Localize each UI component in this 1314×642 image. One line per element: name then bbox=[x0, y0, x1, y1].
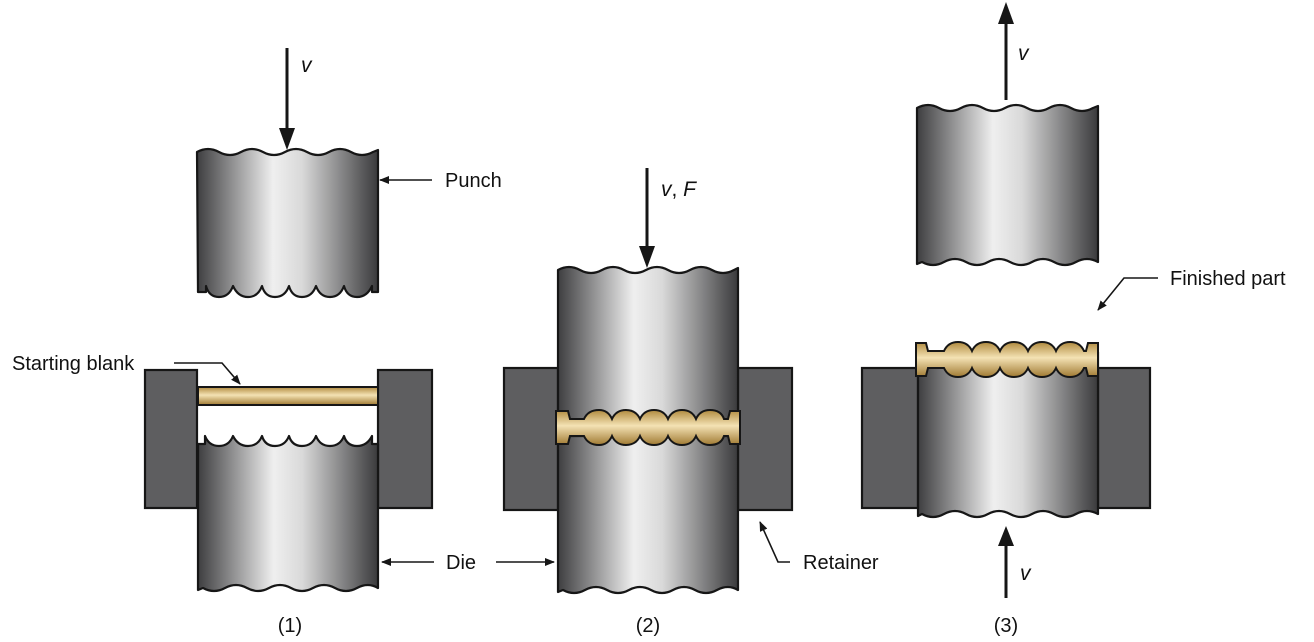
stage1-punch bbox=[195, 147, 380, 299]
callout-retainer: Retainer bbox=[759, 521, 879, 574]
stage-3-label: (3) bbox=[994, 615, 1018, 637]
stage2-punch-label: v, F bbox=[661, 178, 697, 201]
starting-blank bbox=[197, 386, 379, 406]
stage3-punch-motion-arrow: v bbox=[998, 2, 1030, 100]
finished-part-label: Finished part bbox=[1170, 268, 1286, 290]
stage3-punch bbox=[915, 103, 1100, 267]
stage2-coined-part bbox=[555, 408, 741, 447]
stage1-retainer bbox=[143, 368, 434, 510]
die-label: Die bbox=[446, 552, 476, 574]
stage3-punch-velocity-label: v bbox=[1018, 42, 1030, 65]
callout-punch: Punch bbox=[379, 170, 502, 192]
stage2-force-label: F bbox=[683, 178, 697, 201]
stage3-die bbox=[916, 350, 1100, 519]
stage1-punch-motion-arrow: v bbox=[279, 48, 313, 150]
stage1-punch-velocity-label: v bbox=[301, 54, 313, 77]
stage2-velocity-label: v bbox=[661, 178, 673, 201]
stage3-retainer bbox=[860, 366, 1152, 510]
stage2-punch-motion-arrow: v, F bbox=[639, 168, 697, 268]
stage-3: v v bbox=[860, 2, 1152, 598]
stage3-die-velocity-label: v bbox=[1020, 562, 1032, 585]
stage-2: v, F bbox=[502, 168, 794, 595]
stage3-die-motion-arrow: v bbox=[998, 526, 1032, 598]
stage-1: v bbox=[143, 48, 434, 593]
callout-finished-part: Finished part bbox=[1097, 268, 1286, 311]
stage1-die bbox=[196, 434, 380, 593]
stage2-separator: , bbox=[672, 178, 684, 201]
stage2-die bbox=[556, 434, 740, 595]
stage2-retainer bbox=[502, 366, 794, 512]
callout-die: Die bbox=[381, 552, 555, 574]
starting-blank-label: Starting blank bbox=[12, 353, 135, 375]
callout-starting-blank: Starting blank bbox=[12, 353, 241, 385]
stage-2-label: (2) bbox=[636, 615, 660, 637]
stage2-punch bbox=[556, 265, 740, 422]
retainer-label: Retainer bbox=[803, 552, 879, 574]
stage-1-label: (1) bbox=[278, 615, 302, 637]
punch-label: Punch bbox=[445, 170, 502, 192]
finished-part bbox=[915, 340, 1099, 379]
